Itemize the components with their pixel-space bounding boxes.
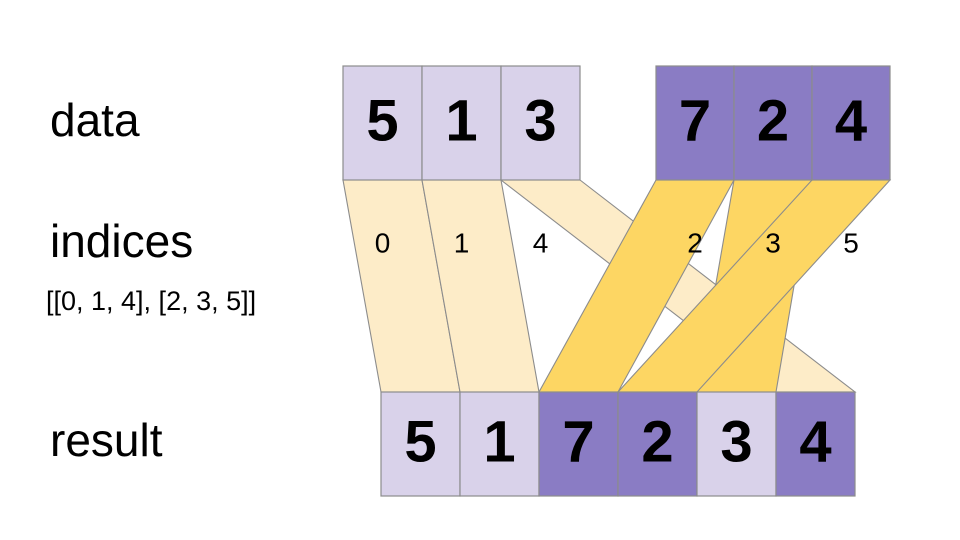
data-cell-2: 3 — [500, 65, 581, 181]
data-cell-value: 3 — [524, 88, 556, 153]
result-cell-value: 3 — [720, 409, 752, 474]
result-row-label: result — [50, 414, 163, 466]
data-cell-1: 1 — [421, 65, 502, 181]
indices-row-label: indices — [50, 215, 193, 267]
data-cell-value: 1 — [445, 88, 477, 153]
index-value-4: 4 — [533, 227, 549, 258]
result-cell-1: 1 — [459, 391, 540, 497]
data-cell-0: 5 — [342, 65, 423, 181]
data-cell-value: 2 — [757, 88, 789, 153]
result-cell-value: 1 — [483, 409, 515, 474]
result-cell-value: 7 — [562, 409, 594, 474]
data-row-label: data — [50, 94, 140, 146]
index-value-5: 5 — [843, 227, 859, 258]
data-cell-4: 2 — [733, 65, 813, 181]
result-cell-0: 5 — [380, 391, 461, 497]
data-cell-value: 7 — [679, 88, 711, 153]
result-cell-value: 2 — [641, 409, 673, 474]
indices-row-sublabel: [[0, 1, 4], [2, 3, 5]] — [46, 286, 256, 316]
indices-row-values: 0 1 4 2 3 5 — [375, 227, 859, 258]
result-cell-5: 4 — [775, 391, 856, 497]
data-cell-value: 5 — [366, 88, 398, 153]
data-cell-5: 4 — [811, 65, 891, 181]
result-cell-value: 4 — [799, 409, 831, 474]
result-cell-2: 7 — [538, 391, 619, 497]
index-value-1: 1 — [454, 227, 470, 258]
ribbons-layer — [342, 179, 892, 393]
result-cell-4: 3 — [696, 391, 777, 497]
result-cell-value: 5 — [404, 409, 436, 474]
index-value-3: 3 — [765, 227, 781, 258]
index-value-0: 0 — [375, 227, 391, 258]
index-value-2: 2 — [687, 227, 703, 258]
result-cell-3: 2 — [617, 391, 698, 497]
data-cell-value: 4 — [835, 88, 867, 153]
data-cell-3: 7 — [655, 65, 735, 181]
